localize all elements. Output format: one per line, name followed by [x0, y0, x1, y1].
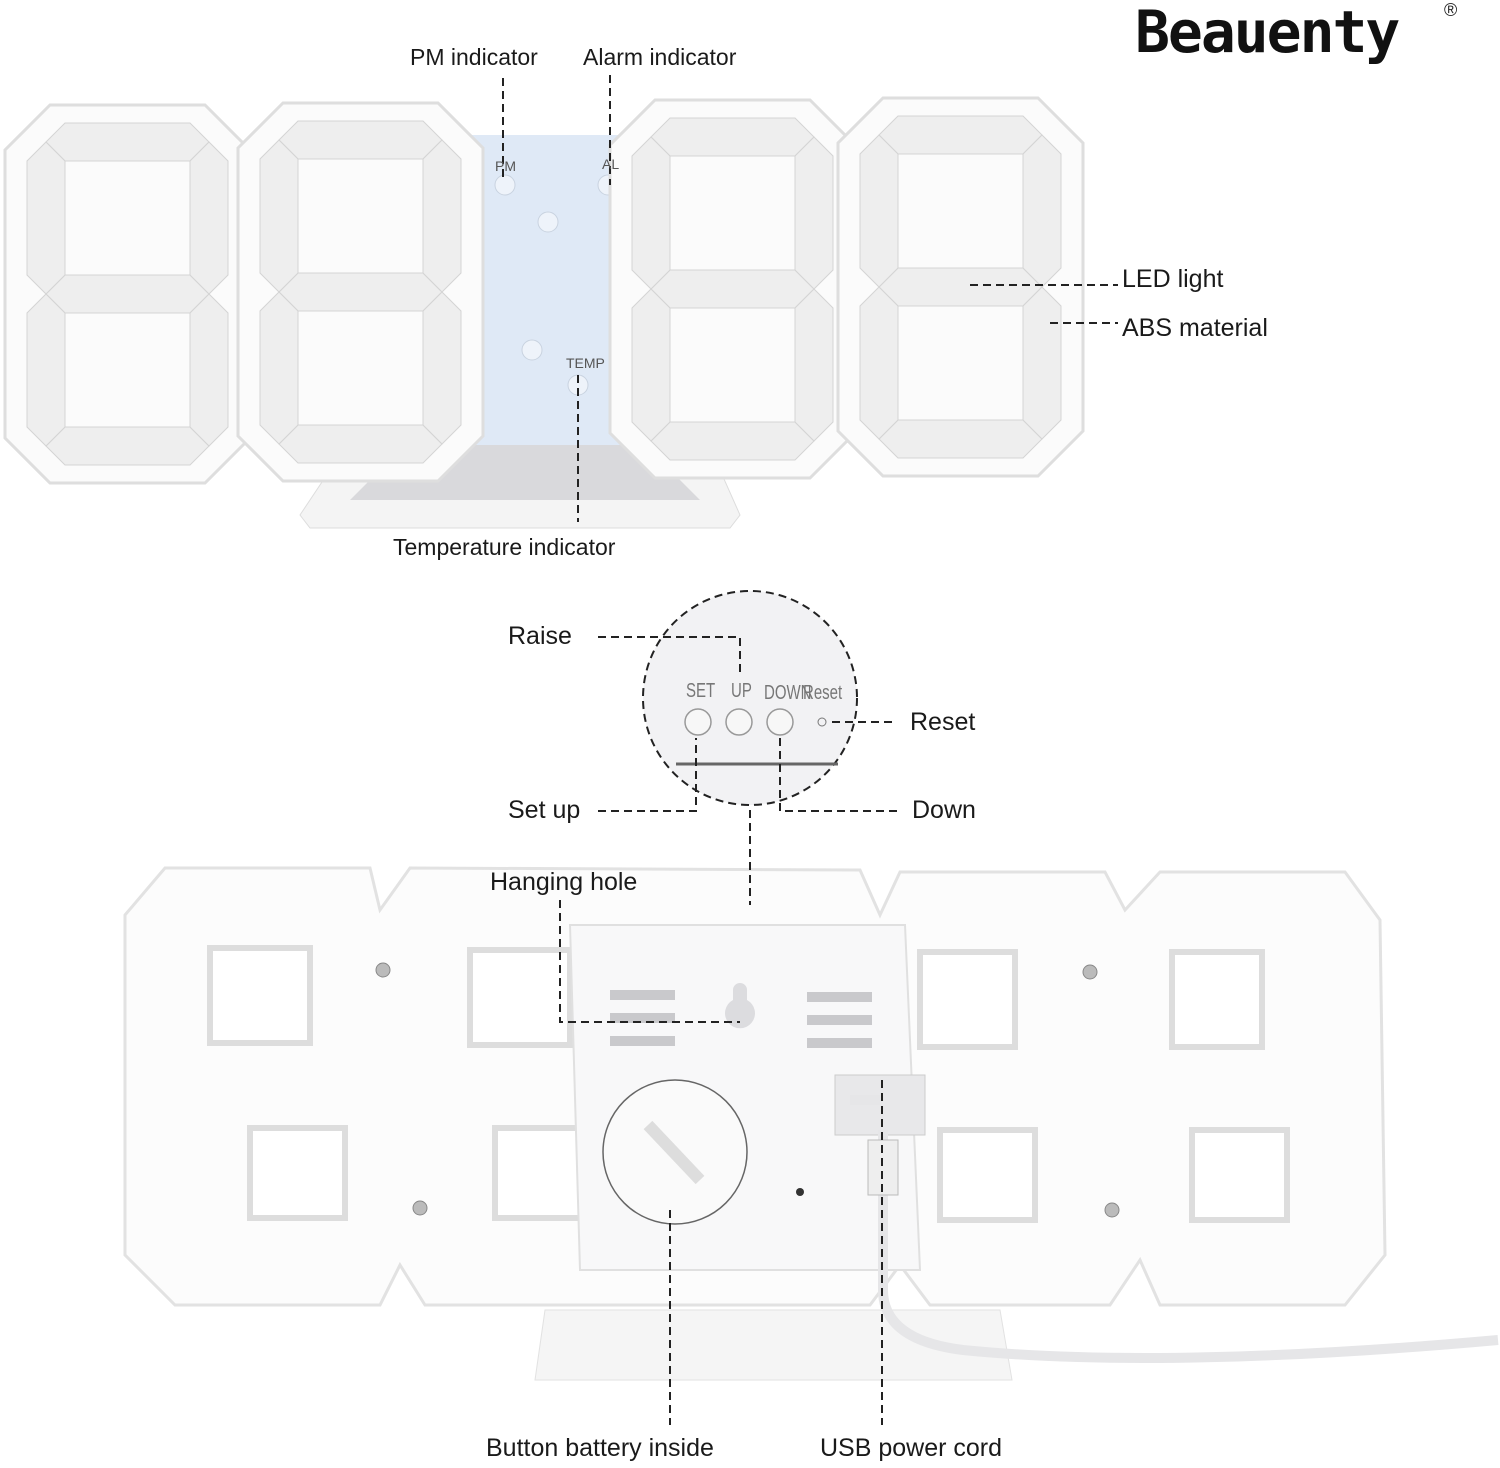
window: [492, 1125, 593, 1221]
hanging-hole: [725, 983, 756, 1029]
al-mark: AL: [602, 156, 620, 172]
led-segment: [650, 269, 815, 309]
hanging-hole-label: Hanging hole: [490, 868, 638, 896]
clock-back-view: [123, 866, 1499, 1381]
up-button-label: UP: [731, 680, 752, 702]
led-light-label: LED light: [1122, 265, 1224, 293]
button: [766, 708, 794, 736]
vent: [807, 1015, 872, 1025]
led-segment: [794, 136, 834, 290]
set-button-label: SET: [686, 680, 716, 702]
indicator-dot: [494, 174, 516, 196]
led-segment: [650, 117, 815, 157]
led-segment: [259, 291, 299, 445]
vent: [610, 1036, 675, 1046]
led-segment: [189, 141, 229, 295]
screw: [412, 1200, 428, 1216]
led-segment: [45, 274, 210, 314]
led-segment: [794, 288, 834, 442]
led-segment: [859, 286, 899, 440]
callout-line: [598, 738, 697, 812]
window: [1169, 949, 1265, 1050]
vent: [807, 992, 872, 1002]
led-segment: [650, 421, 815, 461]
callout-lines: [502, 75, 1118, 1425]
led-segment: [859, 134, 899, 288]
led-segment: [45, 122, 210, 162]
alarm-indicator-label: Alarm indicator: [583, 44, 737, 70]
led-segment: [189, 293, 229, 447]
led-segment: [1022, 286, 1062, 440]
vent: [807, 1038, 872, 1048]
led-segment: [878, 267, 1043, 307]
led-segment: [878, 419, 1043, 459]
button: [725, 708, 753, 736]
led-segment: [631, 136, 671, 290]
digit-4: [836, 96, 1085, 478]
led-segment: [422, 291, 462, 445]
indicator-dot: [537, 211, 559, 233]
reset-button-label: Reset: [803, 682, 843, 704]
down-button-label: DOWN: [764, 682, 812, 704]
window: [467, 947, 573, 1048]
set-up-label: Set up: [508, 796, 581, 824]
down-label: Down: [912, 796, 976, 824]
pm-indicator-label: PM indicator: [410, 44, 538, 70]
window: [1189, 1127, 1290, 1223]
pm-mark: PM: [495, 158, 516, 174]
vent: [610, 1013, 675, 1023]
button: [684, 708, 712, 736]
window: [247, 1125, 348, 1221]
led-segment: [278, 272, 443, 312]
led-segment: [26, 293, 66, 447]
digit-2: [236, 101, 485, 483]
registered-mark: ®: [1444, 0, 1458, 20]
callout-line: [779, 738, 898, 812]
reset-hole: [817, 717, 827, 727]
screw: [375, 962, 391, 978]
usb-cord-label: USB power cord: [820, 1434, 1003, 1462]
window: [207, 945, 313, 1046]
temperature-indicator-label: Temperature indicator: [393, 534, 616, 560]
digit-3: [608, 98, 857, 480]
temp-mark: TEMP: [566, 355, 605, 371]
led-segment: [259, 139, 299, 293]
clock-front-view: [3, 96, 1085, 806]
led-segment: [1022, 134, 1062, 288]
brand-logo: Beauenty: [1135, 0, 1400, 66]
led-segment: [878, 115, 1043, 155]
button-battery-label: Button battery inside: [486, 1434, 714, 1462]
led-segment: [45, 426, 210, 466]
screw: [1082, 964, 1098, 980]
vent: [610, 990, 675, 1000]
battery-slot: [643, 1120, 705, 1185]
led-segment: [26, 141, 66, 295]
led-segment: [278, 424, 443, 464]
led-segment: [278, 120, 443, 160]
pinhole: [796, 1188, 804, 1196]
abs-material-label: ABS material: [1122, 314, 1268, 342]
reset-label: Reset: [910, 708, 976, 736]
digit-1: [3, 103, 252, 485]
led-segment: [631, 288, 671, 442]
window: [937, 1127, 1038, 1223]
callout-line: [559, 900, 740, 1023]
indicator-dot: [521, 339, 543, 361]
led-segment: [422, 139, 462, 293]
usb-cable: [850, 1095, 1499, 1363]
screw: [1104, 1202, 1120, 1218]
raise-label: Raise: [508, 622, 572, 650]
window: [917, 949, 1018, 1050]
